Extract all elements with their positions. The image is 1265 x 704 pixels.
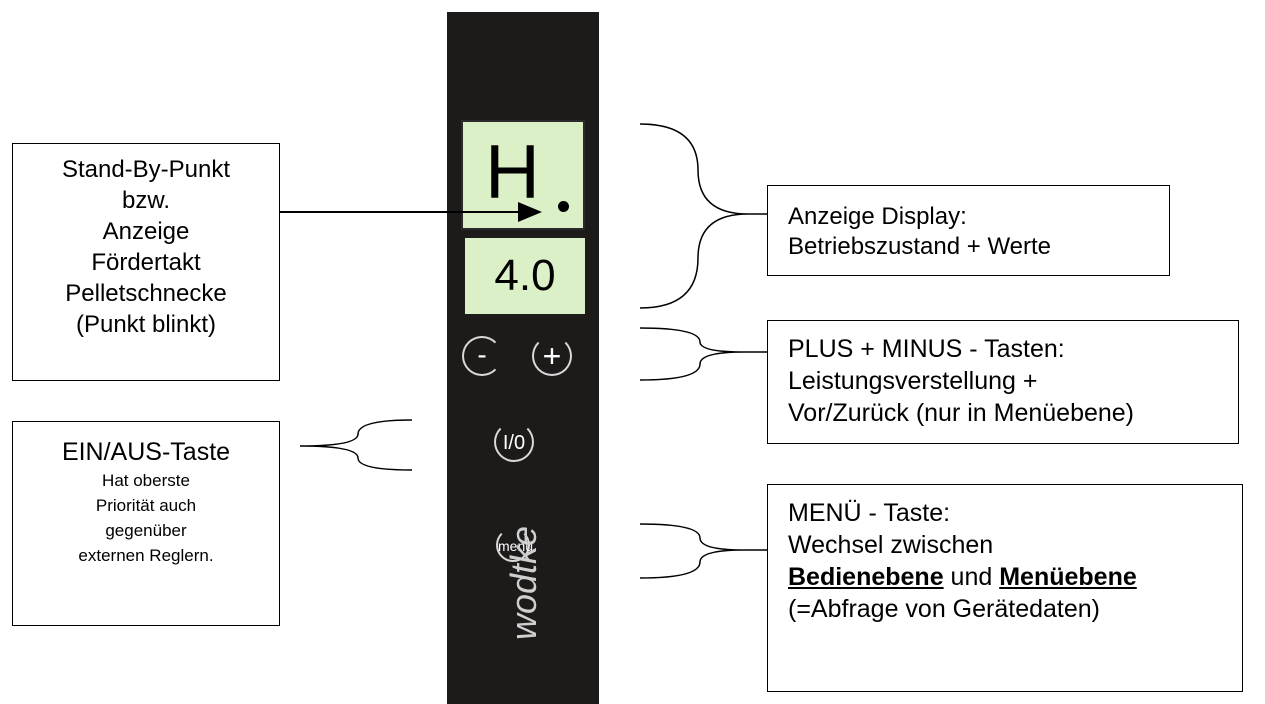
plusminus-callout-line: Vor/Zurück (nur in Menüebene) [788,399,1135,427]
minus-button[interactable]: - [462,336,502,376]
power-callout-line: externen Reglern. [78,546,214,565]
display-callout-line: Anzeige Display: [788,203,967,230]
power-button[interactable]: I/0 [494,422,534,462]
display-callout-line: Betriebszustand + Werte [788,233,1052,260]
menu-level-text: Menüebene [999,563,1137,591]
menu-callout-title: MENÜ - Taste: [788,499,951,527]
power-brace [299,419,413,471]
standby-line: Anzeige [102,218,190,245]
standby-callout: Stand-By-Punkt bzw. Anzeige Fördertakt P… [12,143,280,381]
plusminus-callout-line: PLUS + MINUS - Tasten: [788,335,1065,363]
power-callout-line: Hat oberste [102,471,190,490]
display-brace [639,123,749,309]
plus-button[interactable]: + [532,336,572,376]
plusminus-callout: PLUS + MINUS - Tasten: Leistungsverstell… [767,320,1239,444]
mode-letter: H [485,130,540,215]
power-callout: EIN/AUS-Taste Hat oberste Priorität auch… [12,421,280,626]
standby-line: Pelletschnecke [65,280,227,307]
display-callout: Anzeige Display: Betriebszustand + Werte [767,185,1170,276]
menu-button[interactable]: menü [496,528,533,562]
menu-callout-line: Wechsel zwischen [788,531,994,559]
standby-dot [558,201,569,212]
standby-line: Stand-By-Punkt [61,156,231,183]
power-callout-line: Priorität auch [95,496,197,515]
menu-callout-line: (=Abfrage von Gerätedaten) [788,595,1100,623]
power-callout-title: EIN/AUS-Taste [61,438,231,466]
menu-callout-levels: Bedienebene und Menüebene [788,561,1242,593]
menu-callout: MENÜ - Taste: Wechsel zwischen Bedienebe… [767,484,1243,692]
operating-level-text: Bedienebene [788,563,944,591]
standby-line: Fördertakt [91,249,201,276]
standby-line: (Punkt blinkt) [75,311,217,338]
levels-connector: und [943,563,1000,591]
plusminus-brace [639,327,745,381]
value-display: 4.0 [465,238,585,314]
standby-line: bzw. [121,187,171,214]
menu-brace [639,523,745,579]
power-callout-line: gegenüber [105,521,187,540]
plusminus-callout-line: Leistungsverstellung + [788,367,1038,395]
